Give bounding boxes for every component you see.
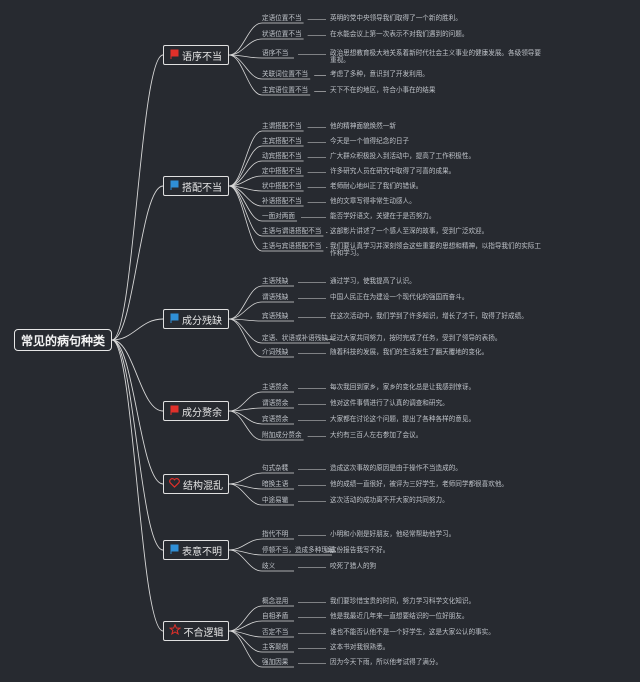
item-term[interactable]: 主宾语位置不当 — [262, 86, 309, 94]
blue-flag-icon — [170, 313, 179, 326]
item-example: 他对这件事情进行了认真的调查和研究。 — [330, 399, 449, 407]
item-example: 能否学好语文，关键在于是否努力。 — [330, 212, 436, 220]
item-term[interactable]: 主客颠倒 — [262, 643, 289, 651]
item-term[interactable]: 状语位置不当 — [262, 30, 302, 38]
item-term[interactable]: 一面对两面 — [262, 212, 295, 220]
item-example: 他的成绩一直很好，被评为三好学生，老师同学都很喜欢他。 — [330, 480, 509, 488]
category-label: 成分残缺 — [182, 315, 222, 327]
item-term[interactable]: 宾语残缺 — [262, 312, 289, 320]
item-term[interactable]: 句式杂糅 — [262, 464, 289, 472]
item-example: 大家都在讨论这个问题，提出了各种各样的意见。 — [330, 415, 476, 423]
item-example: 每次我回到家乡，家乡的变化总是让我感到惊讶。 — [330, 383, 476, 391]
heart-icon — [169, 477, 180, 491]
item-term[interactable]: 状中搭配不当 — [262, 182, 302, 190]
item-term[interactable]: 关联词位置不当 — [262, 70, 309, 78]
item-term[interactable]: 主宾搭配不当 — [262, 137, 302, 145]
item-example: 大约有三百人左右参加了会议。 — [330, 431, 423, 439]
item-term[interactable]: 补语搭配不当 — [262, 197, 302, 205]
red-flag-icon — [170, 405, 179, 418]
blue-flag-icon — [170, 180, 179, 193]
item-example: 考虑了多种，意识到了开发利用。 — [330, 70, 429, 78]
item-term[interactable]: 主语残缺 — [262, 277, 289, 285]
item-example: 造成这次事故的原因是由于操作不当造成的。 — [330, 464, 462, 472]
item-term[interactable]: 定语、状语或补语残缺 — [262, 334, 328, 342]
item-example: 这部影片讲述了一个感人至深的故事，受到广泛欢迎。 — [330, 227, 489, 235]
category-5[interactable]: 结构混乱 — [163, 474, 229, 494]
item-example: 今天是一个值得纪念的日子 — [330, 137, 410, 145]
category-1[interactable]: 语序不当 — [163, 45, 229, 65]
item-term[interactable]: 附加成分赘余 — [262, 431, 302, 439]
category-6[interactable]: 表意不明 — [163, 540, 229, 560]
item-example: 他是我最近几年来一直想要结识的一位好朋友。 — [330, 612, 469, 620]
item-term[interactable]: 宾语赘余 — [262, 415, 289, 423]
item-example: 他的文章写得非常生动感人。 — [330, 197, 416, 205]
category-label: 语序不当 — [182, 51, 222, 63]
item-term[interactable]: 暗换主语 — [262, 480, 289, 488]
item-term[interactable]: 主语赘余 — [262, 383, 289, 391]
item-term[interactable]: 谓语残缺 — [262, 293, 289, 301]
item-example: 这次活动的成功离不开大家的共同努力。 — [330, 496, 449, 504]
item-example: 咬死了猎人的狗 — [330, 562, 377, 570]
item-example: 他的精神面貌焕然一新 — [330, 122, 396, 130]
item-term[interactable]: 语序不当 — [262, 49, 289, 57]
item-term[interactable]: 停顿不当，造成多种理解 — [262, 546, 335, 554]
item-term[interactable]: 强加因果 — [262, 658, 289, 666]
item-term[interactable]: 中途易辙 — [262, 496, 289, 504]
item-term[interactable]: 主谓搭配不当 — [262, 122, 302, 130]
category-label: 不合逻辑 — [183, 627, 224, 639]
item-term[interactable]: 定中搭配不当 — [262, 167, 302, 175]
category-4[interactable]: 成分赘余 — [163, 401, 229, 421]
item-example: 我们要认真学习并深刻领会这些重要的思想和精神，以指导我们的实际工作和学习。 — [330, 242, 541, 257]
item-example: 老师耐心地纠正了我们的错误。 — [330, 182, 423, 190]
item-term[interactable]: 否定不当 — [262, 628, 289, 636]
item-example: 谁也不能否认他不是一个好学生，这是大家公认的事实。 — [330, 628, 495, 636]
category-label: 成分赘余 — [182, 407, 222, 419]
item-example: 我们要珍惜宝贵的时间，努力学习科学文化知识。 — [330, 597, 476, 605]
blue-flag-icon — [170, 544, 179, 557]
item-term[interactable]: 主语与宾语搭配不当 — [262, 242, 322, 250]
item-term[interactable]: 概念混用 — [262, 597, 289, 605]
root-topic[interactable]: 常见的病句种类 — [14, 329, 112, 351]
item-example: 因为今天下雨，所以他考试得了满分。 — [330, 658, 443, 666]
item-example: 在水能会议上第一次表示不对我们遇到的问题。 — [330, 30, 469, 38]
item-term[interactable]: 介词残缺 — [262, 348, 289, 356]
category-label: 搭配不当 — [182, 182, 222, 194]
item-example: 政治思想教育极大地关系着新时代社会主义事业的健康发展。各级领导要重视。 — [330, 49, 541, 64]
item-term[interactable]: 谓语赘余 — [262, 399, 289, 407]
item-example: 中国人民正在为建设一个现代化的强国而奋斗。 — [330, 293, 469, 301]
item-term[interactable]: 自相矛盾 — [262, 612, 289, 620]
item-term[interactable]: 动宾搭配不当 — [262, 152, 302, 160]
item-term[interactable]: 歧义 — [262, 562, 276, 570]
item-term[interactable]: 主语与谓语搭配不当 — [262, 227, 322, 235]
category-label: 结构混乱 — [183, 480, 223, 492]
item-example: 英明的党中央领导我们取得了一个新的胜利。 — [330, 14, 462, 22]
item-example: 这份报告我写不好。 — [330, 546, 390, 554]
red-flag-icon — [170, 49, 179, 62]
item-example: 天下不在的地区，符合小事在的结果 — [330, 86, 436, 94]
category-2[interactable]: 搭配不当 — [163, 176, 229, 196]
item-example: 许多研究人员在研究中取得了可喜的成果。 — [330, 167, 456, 175]
item-term[interactable]: 指代不明 — [262, 530, 289, 538]
category-3[interactable]: 成分残缺 — [163, 309, 229, 329]
item-example: 这本书对我很熟悉。 — [330, 643, 390, 651]
item-example: 通过学习，使我提高了认识。 — [330, 277, 416, 285]
item-example: 在这次活动中，我们学到了许多知识，增长了才干，取得了好成绩。 — [330, 312, 528, 320]
item-example: 广大群众积极投入到活动中，提高了工作积极性。 — [330, 152, 476, 160]
item-example: 小明和小刚是好朋友，他经常帮助他学习。 — [330, 530, 456, 538]
item-term[interactable]: 定语位置不当 — [262, 14, 302, 22]
star-icon — [168, 623, 181, 638]
category-label: 表意不明 — [182, 546, 222, 558]
category-7[interactable]: 不合逻辑 — [163, 621, 229, 641]
item-example: 随着科技的发展，我们的生活发生了翻天覆地的变化。 — [330, 348, 489, 356]
item-example: 经过大家共同努力，按时完成了任务，受到了领导的表扬。 — [330, 334, 502, 342]
